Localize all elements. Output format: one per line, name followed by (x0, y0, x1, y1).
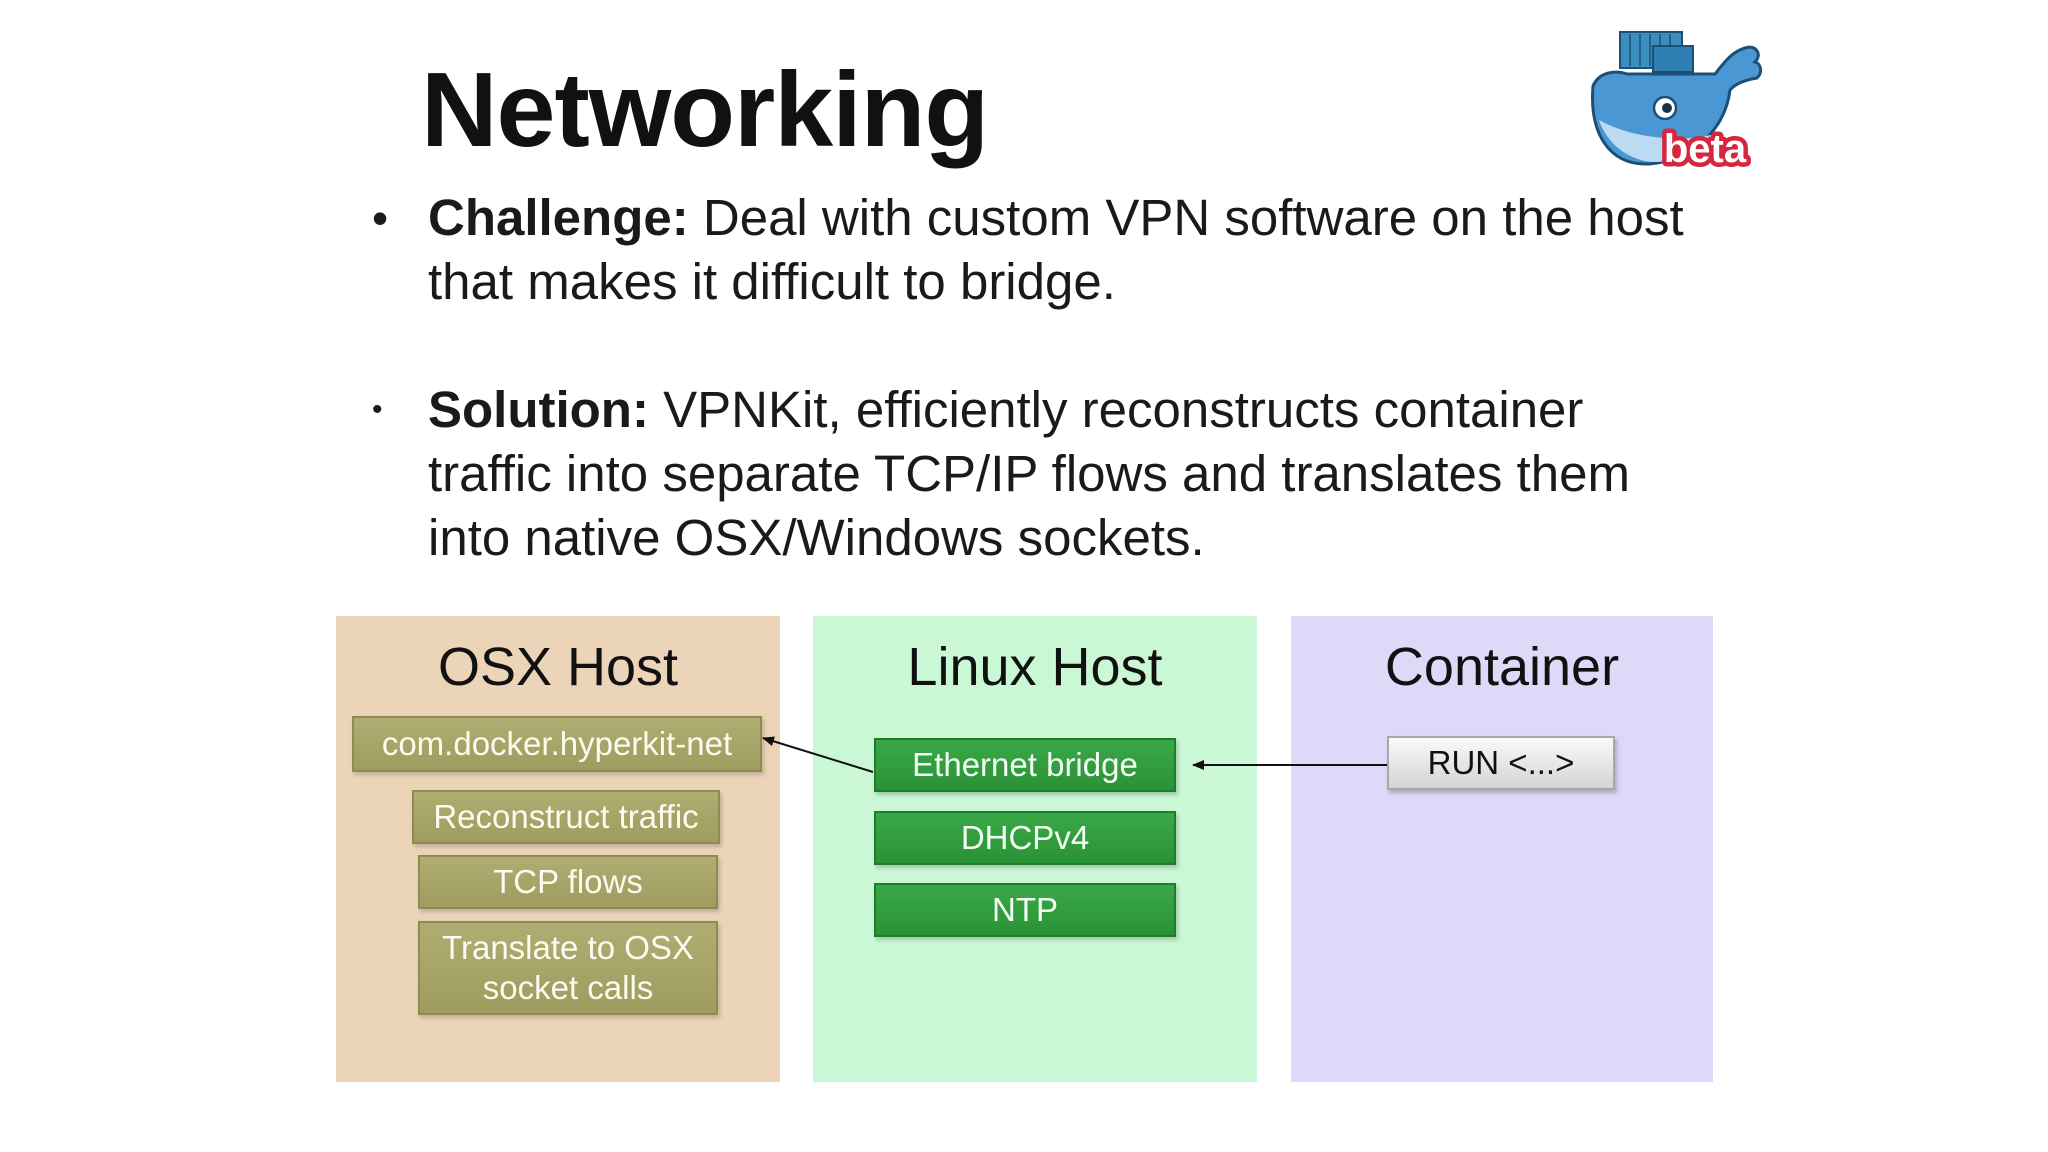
reconstruct-traffic-box: Reconstruct traffic (412, 790, 720, 844)
ntp-box: NTP (874, 883, 1176, 937)
bullet-dot-icon: • (372, 192, 389, 244)
panel-title: Container (1384, 637, 1620, 697)
ethernet-bridge-box: Ethernet bridge (874, 738, 1176, 792)
hyperkit-net-box: com.docker.hyperkit-net (352, 716, 762, 772)
bullet-text: VPNKit, efficiently reconstructs contain… (428, 381, 1630, 566)
beta-badge: beta (1664, 127, 1747, 171)
bullet-label: Challenge: (428, 189, 689, 246)
linux-host-panel: Linux Host Ethernet bridge DHCPv4 NTP (813, 616, 1257, 1082)
dhcpv4-box: DHCPv4 (874, 811, 1176, 865)
run-command-box: RUN <...> (1387, 736, 1615, 790)
panel-title: OSX Host (437, 637, 679, 697)
panel-title: Linux Host (907, 637, 1163, 697)
docker-whale-icon: beta (1591, 31, 1763, 176)
bullet-label: Solution: (428, 381, 649, 438)
bullet-text: Deal with custom VPN software on the hos… (428, 189, 1684, 310)
bullet-solution: • Solution: VPNKit, efficiently reconstr… (372, 378, 1692, 570)
slide-title: Networking (421, 51, 989, 169)
bullet-list: • Challenge: Deal with custom VPN softwa… (372, 186, 1692, 570)
bullet-challenge: • Challenge: Deal with custom VPN softwa… (372, 186, 1692, 314)
translate-socket-calls-box: Translate to OSX socket calls (418, 921, 718, 1015)
tcp-flows-box: TCP flows (418, 855, 718, 909)
osx-host-panel: OSX Host com.docker.hyperkit-net Reconst… (336, 616, 780, 1082)
container-panel: Container RUN <...> (1291, 616, 1713, 1082)
bullet-dot-icon: • (372, 393, 383, 426)
